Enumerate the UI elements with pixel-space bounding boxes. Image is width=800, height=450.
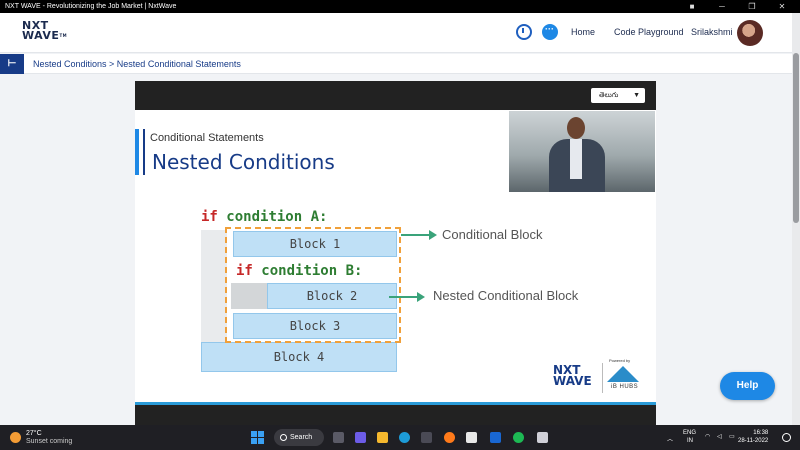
slide-subtitle: Conditional Statements xyxy=(150,132,264,144)
slide-accent-bar xyxy=(135,129,139,175)
username[interactable]: Srilakshmi xyxy=(691,27,733,37)
arrow-nested xyxy=(389,296,419,298)
spotify-icon[interactable] xyxy=(513,432,524,443)
if-keyword: if xyxy=(201,209,218,225)
branding-divider xyxy=(602,363,603,393)
ibhubs-text: iB HUBS xyxy=(611,384,639,390)
code-block-1: Block 1 xyxy=(233,231,397,257)
language-select[interactable]: తెలుగు ▼ xyxy=(591,88,645,103)
breadcrumb-bar: ⊢ Nested Conditions > Nested Conditional… xyxy=(0,54,792,74)
wifi-icon[interactable]: ◠ xyxy=(705,434,711,440)
close-icon[interactable]: ✕ xyxy=(778,2,786,11)
file-explorer-icon[interactable] xyxy=(377,432,388,443)
slide-accent-bar-inner xyxy=(143,129,145,175)
instructor-shirt xyxy=(570,139,582,179)
slide-title: Nested Conditions xyxy=(152,150,335,174)
dropbox-icon[interactable] xyxy=(490,432,501,443)
sidebar-toggle-icon[interactable]: ⊢ xyxy=(0,54,24,74)
arrow-conditional xyxy=(401,234,431,236)
firefox-icon[interactable] xyxy=(444,432,455,443)
label-nested-conditional-block: Nested Conditional Block xyxy=(433,288,579,303)
player-controls-bar[interactable] xyxy=(135,402,656,425)
code-block-3: Block 3 xyxy=(233,313,397,339)
powered-by-text: Powered by xyxy=(609,358,631,363)
nested-indent-gutter xyxy=(231,283,267,309)
instructor-webcam xyxy=(509,111,655,192)
windows-start-icon[interactable] xyxy=(251,431,264,444)
slide-logo-line-1: NXT xyxy=(553,363,581,377)
conditional-block-outline xyxy=(225,227,401,343)
tray-chevron-up-icon[interactable]: ︿ xyxy=(667,437,674,443)
notification-icon[interactable] xyxy=(782,433,791,442)
scrollbar-thumb[interactable] xyxy=(793,53,799,223)
condition-a: condition A: xyxy=(226,209,328,225)
taskbar-search[interactable]: Search xyxy=(274,429,324,446)
code-line-if-b: if condition B: xyxy=(236,263,362,279)
instructor-head xyxy=(567,117,585,139)
arrow-head-nested xyxy=(417,292,425,302)
windows-taskbar: 27°C Sunset coming Search ︿ ENG IN ◠ ◁ ▭… xyxy=(0,425,800,450)
condition-b: condition B: xyxy=(261,263,363,279)
logo-line-2: WAVE xyxy=(22,29,60,42)
clock-date: 28-11-2022 xyxy=(738,438,769,444)
active-app-icon[interactable] xyxy=(537,432,548,443)
taskbar-clock[interactable]: 16:38 28-11-2022 xyxy=(738,429,769,445)
logo-line-1: NXT xyxy=(22,19,49,32)
timer-icon[interactable] xyxy=(516,24,532,40)
battery-icon[interactable]: ▭ xyxy=(729,434,735,440)
if-keyword-nested: if xyxy=(236,263,253,279)
slide-logo-line-2: WAVE xyxy=(553,374,592,388)
indent-gutter xyxy=(201,230,227,342)
maximize-icon[interactable]: ❐ xyxy=(748,2,756,11)
code-block-4: Block 4 xyxy=(201,342,397,372)
edge-browser-icon[interactable] xyxy=(399,432,410,443)
app-header: NXT WAVETM Home Code Playground Srilaksh… xyxy=(0,13,792,53)
breadcrumb[interactable]: Nested Conditions > Nested Conditional S… xyxy=(33,59,241,69)
record-indicator-icon: ■ xyxy=(689,2,695,11)
weather-temperature[interactable]: 27°C xyxy=(26,430,42,437)
task-view-icon[interactable] xyxy=(333,432,344,443)
ibhubs-logo-icon xyxy=(607,366,639,382)
window-title: NXT WAVE - Revolutionizing the Job Marke… xyxy=(5,3,177,10)
label-conditional-block: Conditional Block xyxy=(442,227,543,242)
language-indicator-eng[interactable]: ENG xyxy=(683,430,697,436)
clock-time: 16:38 xyxy=(753,430,769,436)
teams-chat-icon[interactable] xyxy=(355,432,366,443)
lecture-slide: Conditional Statements Nested Conditions… xyxy=(135,110,656,402)
player-top-bar: తెలుగు ▼ xyxy=(135,81,656,110)
chat-icon[interactable] xyxy=(542,24,558,40)
nxtwave-logo[interactable]: NXT WAVETM xyxy=(22,19,68,42)
nav-code-playground-link[interactable]: Code Playground xyxy=(614,27,684,37)
language-indicator-in[interactable]: IN xyxy=(687,438,693,444)
language-value: తెలుగు xyxy=(599,92,619,99)
video-progress-bar[interactable] xyxy=(135,402,656,405)
code-line-if-a: if condition A: xyxy=(201,209,327,225)
window-title-bar: NXT WAVE - Revolutionizing the Job Marke… xyxy=(0,0,800,13)
volume-icon[interactable]: ◁ xyxy=(717,434,722,440)
page-scrollbar[interactable] xyxy=(792,13,800,425)
weather-sun-icon[interactable] xyxy=(10,432,21,443)
avatar[interactable] xyxy=(737,20,763,46)
weather-description[interactable]: Sunset coming xyxy=(26,438,73,445)
logo-tm: TM xyxy=(59,33,68,38)
code-block-2: Block 2 xyxy=(267,283,397,309)
arrow-head-conditional xyxy=(429,230,437,240)
document-app-icon[interactable] xyxy=(466,432,477,443)
slide-nxtwave-logo: NXT WAVE xyxy=(553,363,592,388)
microsoft-store-icon[interactable] xyxy=(421,432,432,443)
help-button[interactable]: Help xyxy=(720,372,775,400)
video-player[interactable]: తెలుగు ▼ Conditional Statements Nested C… xyxy=(135,81,656,425)
minimize-icon[interactable]: ─ xyxy=(719,2,725,11)
nav-home-link[interactable]: Home xyxy=(571,27,596,37)
chevron-down-icon: ▼ xyxy=(633,92,640,99)
